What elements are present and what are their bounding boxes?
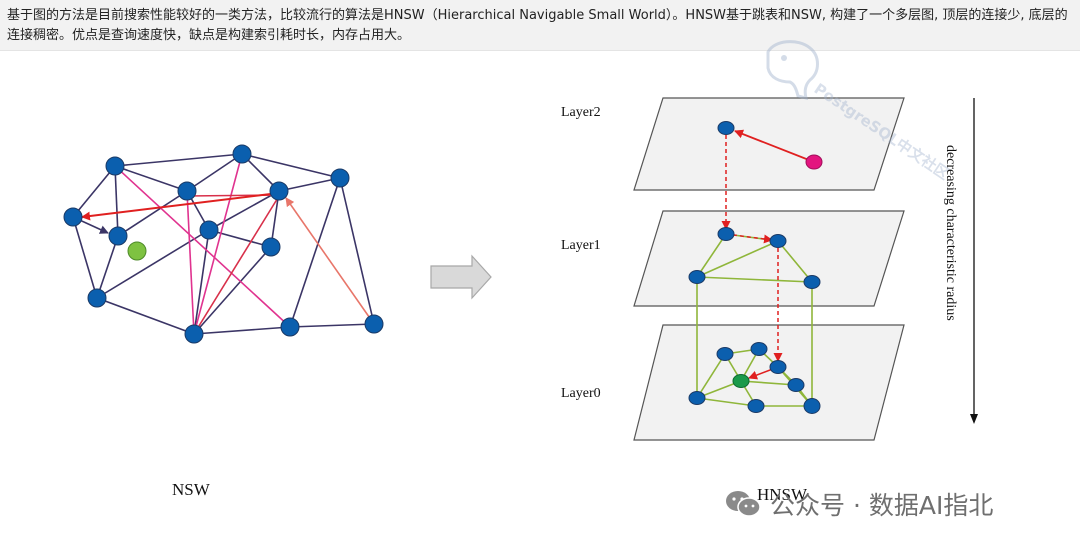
graph-node: [750, 342, 768, 356]
nsw-edge: [241, 153, 341, 179]
nsw-edge: [72, 216, 98, 299]
long-link-edge: [186, 190, 195, 335]
layer1-edge: [777, 240, 813, 283]
graph-node: [717, 121, 735, 135]
nsw-edge: [339, 177, 375, 325]
search-path-arrow: [81, 192, 280, 221]
layer0-edge: [696, 397, 757, 407]
wechat-icon: [726, 491, 761, 517]
graph-node: [688, 391, 706, 405]
graph-node: [716, 347, 734, 361]
nsw-edge: [96, 297, 195, 335]
layer0-label: Layer0: [561, 386, 601, 401]
graph-node: [787, 378, 805, 392]
nsw-edge: [72, 165, 116, 218]
nsw-edge: [114, 165, 119, 237]
layer0-edge: [696, 353, 726, 399]
graph-node: [261, 237, 281, 257]
layer2-search-arrow: [734, 129, 815, 163]
long-link-edge: [114, 165, 291, 328]
nsw-edge: [278, 177, 341, 192]
layer1-edges: [696, 233, 813, 283]
graph-node: [108, 226, 128, 246]
layer2-label: Layer2: [561, 105, 601, 120]
graph-node: [199, 220, 219, 240]
layer1-plane: [633, 210, 905, 307]
graph-node: [330, 168, 350, 188]
graph-node: [769, 234, 787, 248]
hnsw-nodes: [688, 121, 821, 414]
bottom-watermark-text: 公众号 · 数据AI指北: [770, 491, 994, 520]
bottom-watermark: 公众号 · 数据AI指北: [724, 486, 993, 522]
nsw-long-links: [114, 153, 291, 335]
layer1-edge: [696, 276, 813, 283]
description-text: 基于图的方法是目前搜索性能较好的一类方法，比较流行的算法是HNSW（Hierar…: [7, 8, 1068, 43]
inter-layer-edges: [696, 277, 813, 406]
layer1-label: Layer1: [561, 238, 601, 253]
graph-node: [688, 270, 706, 284]
graph-node: [184, 324, 204, 344]
nsw-edge: [193, 229, 210, 335]
nsw-edge: [96, 229, 210, 299]
graph-node: [177, 181, 197, 201]
nsw-edge: [114, 165, 188, 192]
nsw-edge: [208, 190, 280, 231]
nsw-edge: [208, 229, 272, 248]
entry-node: [805, 154, 823, 170]
transform-arrow: [430, 254, 492, 300]
nsw-edge: [289, 177, 341, 328]
nsw-edge: [289, 323, 375, 328]
graph-node: [364, 314, 384, 334]
layer1-edge: [696, 233, 727, 278]
layer0-edge: [740, 380, 797, 386]
nsw-edge: [186, 153, 243, 192]
nsw-edge: [193, 326, 291, 335]
graph-node: [717, 227, 735, 241]
nsw-edge: [96, 235, 119, 299]
graph-node: [105, 156, 125, 176]
layer1-edge: [696, 240, 779, 278]
nsw-edge: [114, 153, 243, 167]
graph-node: [269, 181, 289, 201]
hnsw-layers: [633, 97, 905, 441]
start-arrow: [285, 197, 375, 325]
nsw-graph: [63, 144, 384, 344]
graph-node: [769, 360, 787, 374]
nsw-edge: [117, 190, 188, 237]
long-link-edge: [193, 153, 243, 335]
search-edge: [193, 195, 280, 335]
radius-axis-arrowhead: [970, 414, 978, 424]
graph-node: [280, 317, 300, 337]
graph-node: [803, 398, 821, 414]
radius-axis-label: decreasing characteristic radius: [943, 145, 958, 321]
graph-node: [803, 275, 821, 289]
query-node: [127, 241, 147, 261]
graph-node: [63, 207, 83, 227]
header-band: 基于图的方法是目前搜索性能较好的一类方法，比较流行的算法是HNSW（Hierar…: [0, 0, 1080, 51]
hnsw-caption: HNSW: [757, 485, 808, 504]
graph-node: [747, 399, 765, 413]
graph-node: [87, 288, 107, 308]
target-node: [732, 374, 750, 388]
nsw-caption: NSW: [172, 480, 210, 499]
nsw-nodes: [63, 144, 384, 344]
nsw-edge: [193, 246, 272, 335]
graph-node: [232, 144, 252, 164]
